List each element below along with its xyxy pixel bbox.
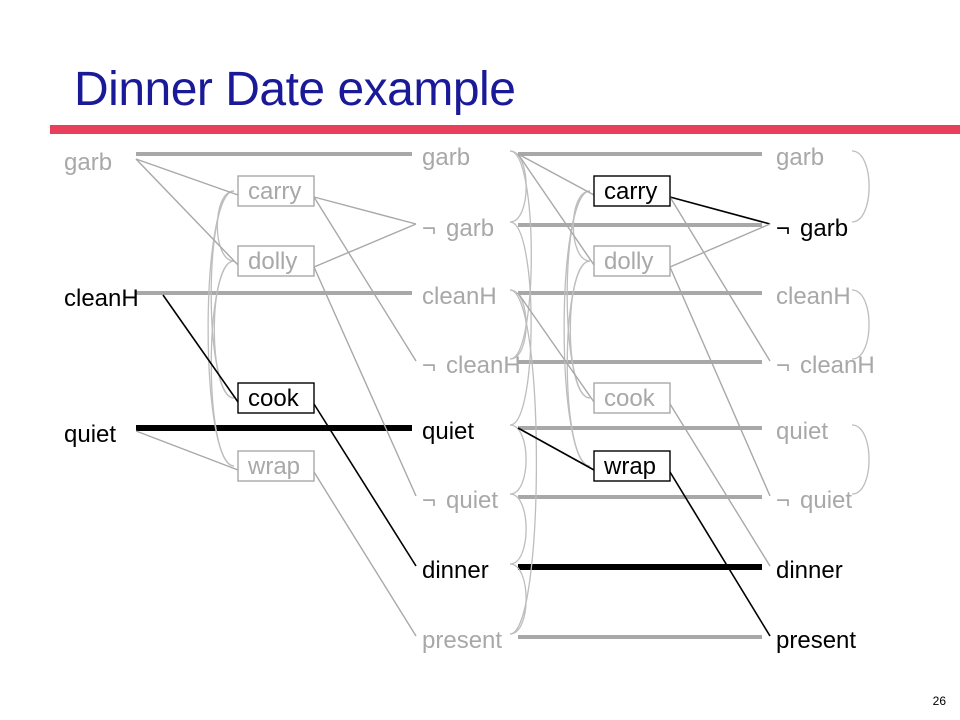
effect-link-a1-dolly-s1-ngarb — [313, 223, 417, 268]
action-box-a1-wrap — [237, 450, 315, 482]
proposition-s2-nquiet: quiet — [800, 487, 852, 514]
proposition-s1-ngarb: garb — [446, 215, 494, 242]
effect-link-a2-wrap-s2-present — [669, 471, 771, 637]
proposition-s2-ngarb: garb — [800, 215, 848, 242]
action-label-a1-cook: cook — [248, 385, 300, 412]
proposition-s1-quiet: quiet — [422, 418, 474, 445]
proposition-s2-garb: garb — [776, 144, 824, 171]
proposition-s2-cleanH: cleanH — [776, 283, 851, 310]
mutex-arcs — [207, 150, 870, 635]
proposition-s0-cleanH: cleanH — [64, 285, 139, 312]
action-label-a2-dolly: dolly — [604, 248, 653, 275]
proposition-s1-nquiet: quiet — [446, 487, 498, 514]
action-label-a1-dolly: dolly — [248, 248, 297, 275]
effect-link-a2-dolly-s2-nquiet — [669, 266, 771, 497]
effect-link-a1-dolly-s1-nquiet — [313, 266, 417, 497]
mutex-arc-a1-carry-a1-dolly — [216, 190, 235, 262]
slide-title: Dinner Date example — [74, 63, 516, 116]
effect-link-a2-carry-s2-ngarb — [669, 196, 771, 225]
precondition-link-s1-garb-a2-dolly — [517, 153, 595, 266]
action-box-a2-dolly — [593, 245, 671, 277]
proposition-s0-quiet: quiet — [64, 421, 116, 448]
action-box-a1-carry — [237, 175, 315, 207]
mutex-arc-a1-dolly-a1-cook — [213, 260, 235, 399]
precondition-link-s1-cleanH-a2-cook — [517, 292, 595, 403]
negation-symbol-s2-ncleanH: ¬ — [776, 352, 790, 379]
proposition-s1-ncleanH: cleanH — [446, 352, 521, 379]
effect-link-a1-carry-s1-ncleanH — [313, 196, 417, 362]
action-box-a2-carry — [593, 175, 671, 207]
proposition-s2-dinner: dinner — [776, 557, 843, 584]
precondition-link-s0-garb-a1-dolly — [135, 158, 239, 266]
mutex-arc-s1-cleanH-s1-ncleanH — [509, 289, 527, 360]
action-box-a1-dolly — [237, 245, 315, 277]
mutex-arc-s1-ngarb-s1-quiet — [509, 221, 532, 426]
mutex-arc-s2-cleanH-s2-ncleanH — [851, 289, 870, 360]
effect-link-a1-carry-s1-ngarb — [313, 196, 417, 225]
proposition-s1-garb: garb — [422, 144, 470, 171]
effect-link-a1-wrap-s1-present — [313, 471, 417, 637]
proposition-s2-quiet: quiet — [776, 418, 828, 445]
mutex-arc-s1-dinner-s1-present — [509, 563, 527, 635]
negation-symbol-s2-nquiet: ¬ — [776, 487, 790, 514]
mutex-arc-s1-cleanH-s1-present — [509, 289, 537, 635]
proposition-s2-ncleanH: cleanH — [800, 352, 875, 379]
proposition-s2-present: present — [776, 627, 856, 654]
mutex-arc-s1-garb-s1-ncleanH — [509, 150, 532, 360]
proposition-s1-cleanH: cleanH — [422, 283, 497, 310]
action-box-a2-wrap — [593, 450, 671, 482]
precondition-effect-links — [135, 153, 771, 637]
mutex-arc-a2-dolly-a2-cook — [569, 260, 591, 399]
negation-symbol-s1-ncleanH: ¬ — [422, 352, 436, 379]
action-box-a1-cook — [237, 382, 315, 414]
action-box-a2-cook — [593, 382, 671, 414]
effect-link-a2-carry-s2-ncleanH — [669, 196, 771, 362]
action-label-a2-cook: cook — [604, 385, 656, 412]
mutex-arc-s2-quiet-s2-nquiet — [851, 424, 870, 495]
persistence-links — [136, 152, 762, 639]
proposition-s0-garb: garb — [64, 149, 112, 176]
precondition-link-s1-quiet-a2-wrap — [517, 427, 595, 471]
action-label-a2-carry: carry — [604, 178, 657, 205]
negation-symbol-s2-ngarb: ¬ — [776, 215, 790, 242]
mutex-arc-s1-nquiet-s1-dinner — [509, 493, 527, 565]
graph-nodes: garb cleanH quiet carry dolly cook wrap garb gar… — [64, 144, 875, 654]
action-label-a1-carry: carry — [248, 178, 301, 205]
proposition-s1-present: present — [422, 627, 502, 654]
effect-link-a2-dolly-s2-ngarb — [669, 223, 771, 268]
negation-symbol-s1-nquiet: ¬ — [422, 487, 436, 514]
slide-number: 26 — [932, 694, 946, 708]
negation-symbol-s1-ngarb: ¬ — [422, 215, 436, 242]
precondition-link-s0-garb-a1-carry — [135, 158, 239, 196]
effect-link-a1-cook-s1-dinner — [313, 403, 417, 567]
mutex-arc-s2-garb-s2-ngarb — [851, 150, 870, 223]
proposition-s1-dinner: dinner — [422, 557, 489, 584]
action-label-a2-wrap: wrap — [603, 453, 656, 480]
precondition-link-s0-cleanH-a1-cook — [162, 294, 239, 403]
effect-link-a2-cook-s2-dinner — [669, 403, 771, 567]
precondition-link-s0-quiet-a1-wrap — [135, 430, 239, 471]
action-label-a1-wrap: wrap — [247, 453, 300, 480]
mutex-arc-s1-quiet-s1-nquiet — [509, 424, 527, 495]
title-underline — [50, 125, 960, 134]
precondition-link-s1-garb-a2-carry — [517, 153, 595, 196]
